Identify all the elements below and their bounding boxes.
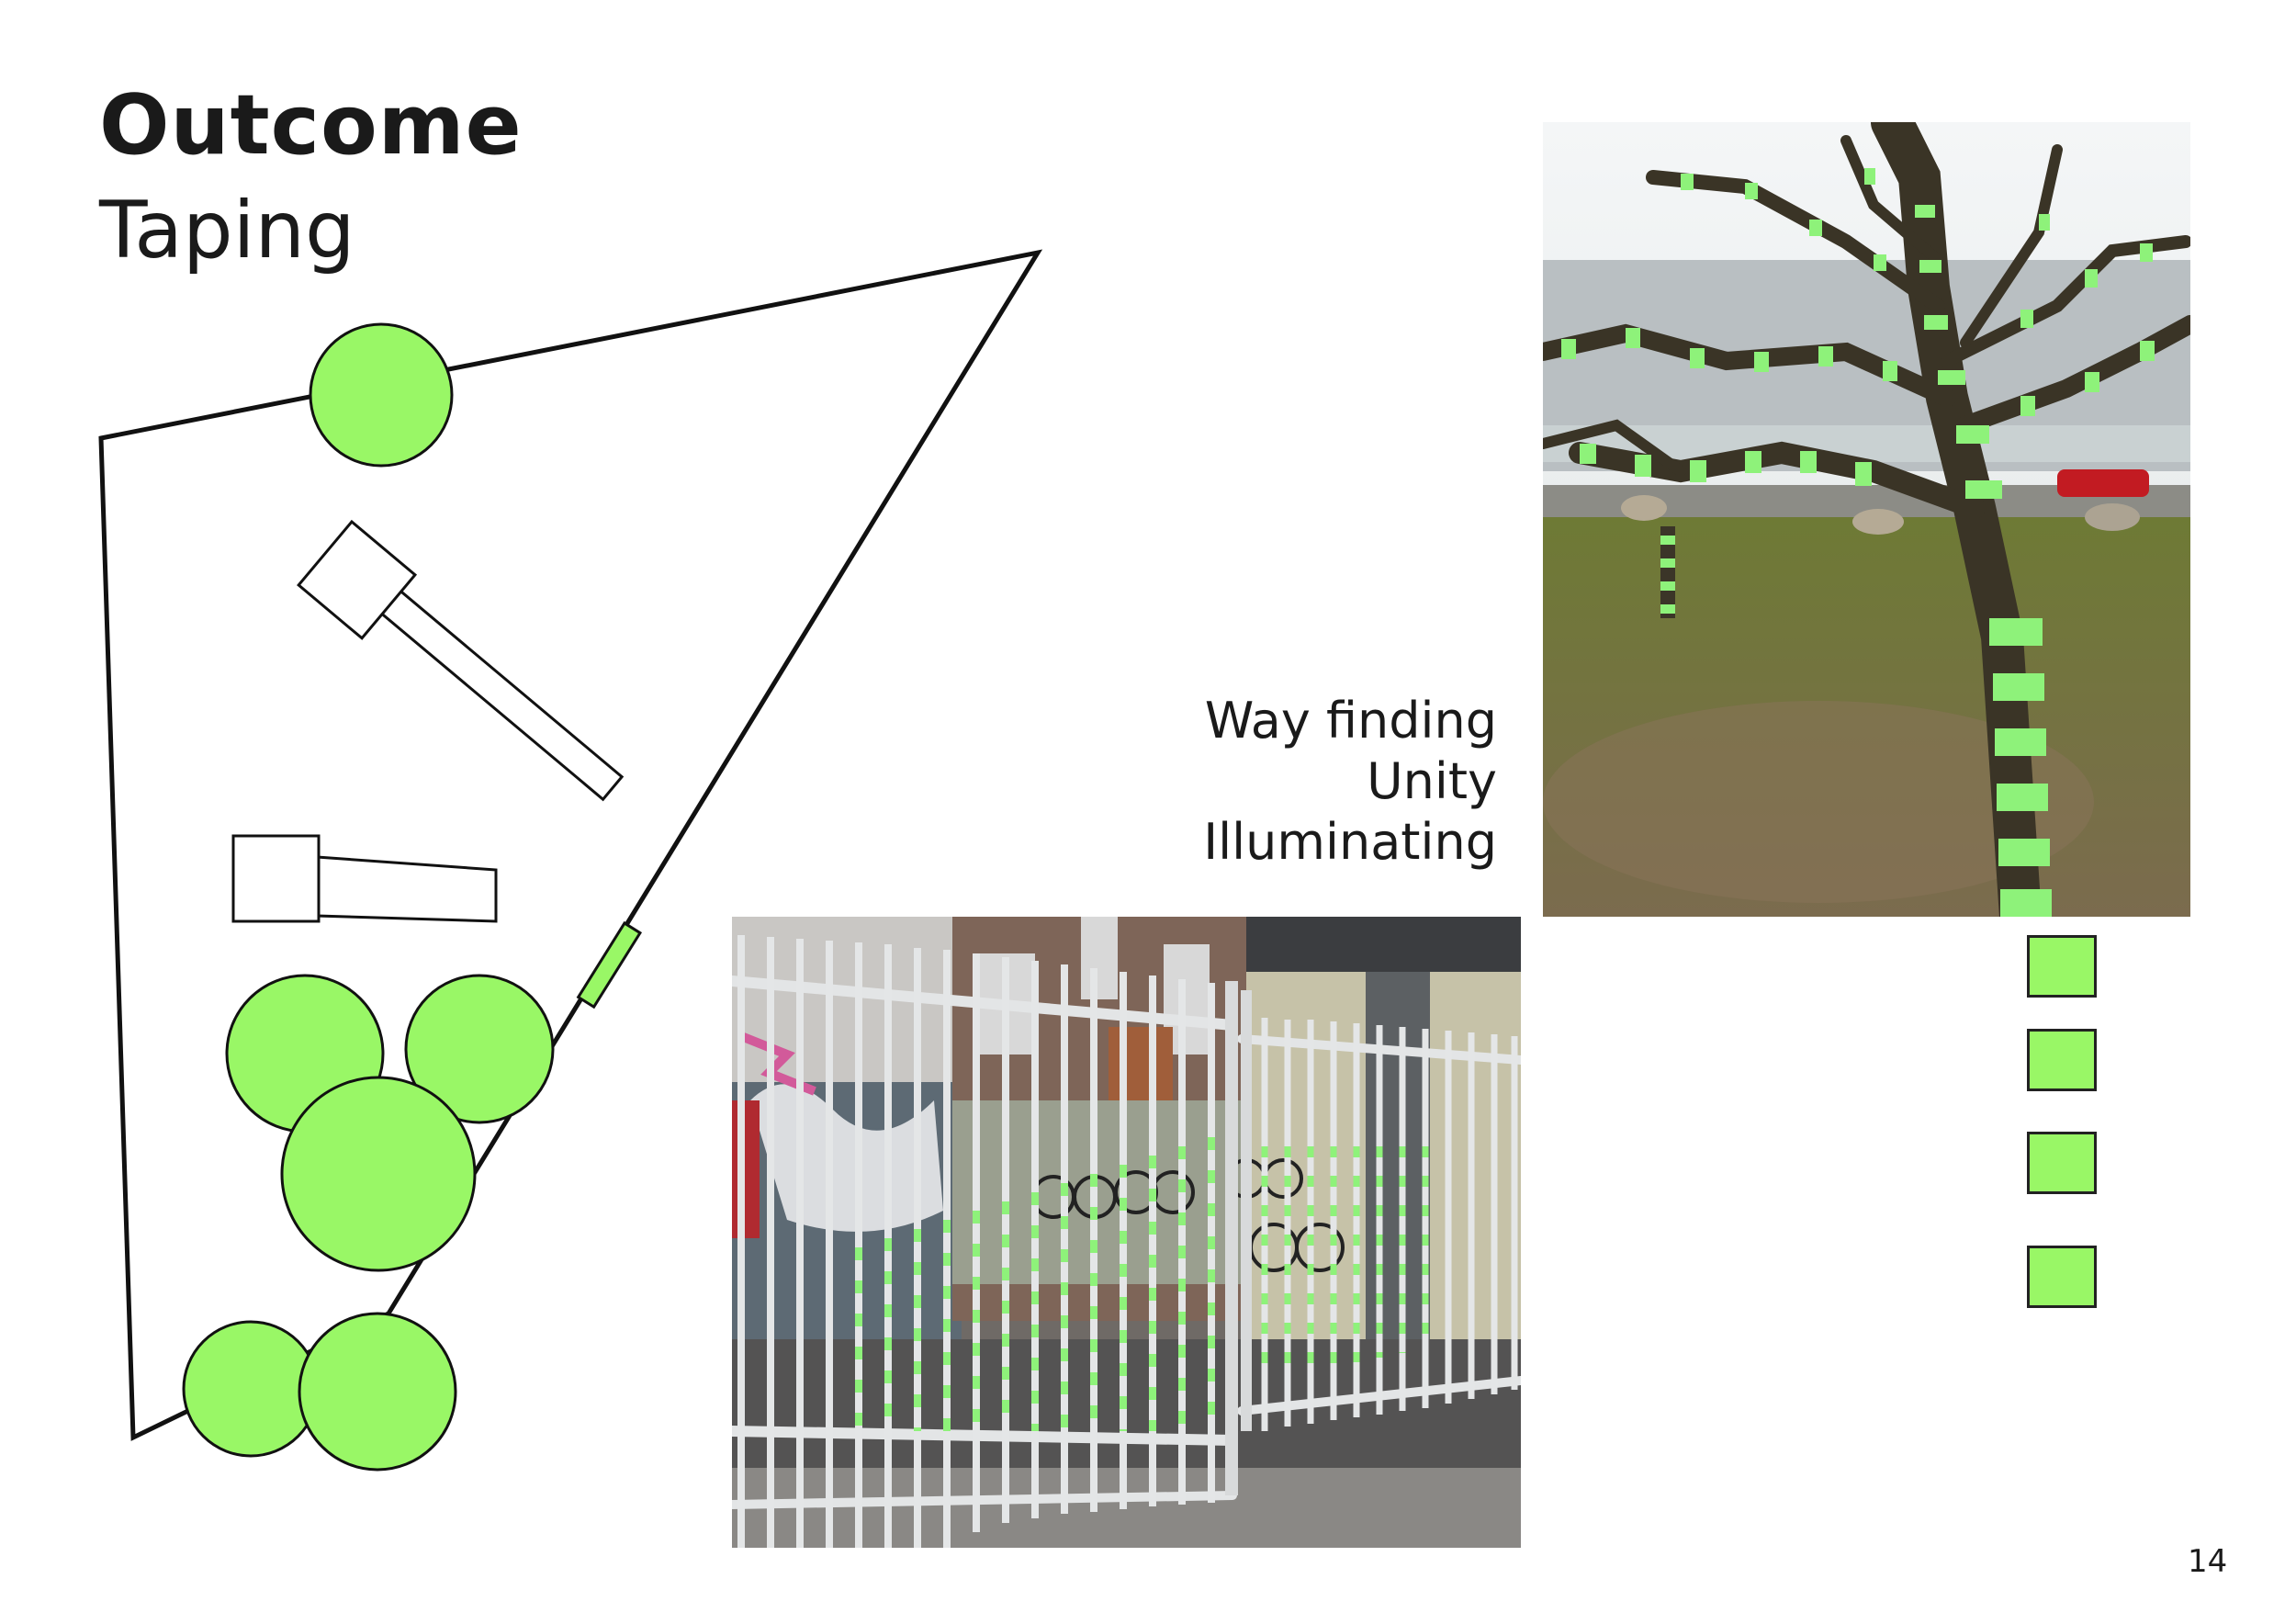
tape-legend-square [2027,1132,2097,1194]
bench-object [297,519,625,802]
keyword-list: Way finding Unity Illuminating [1203,691,1497,873]
keyword-item: Unity [1367,752,1497,810]
taped-tree-photo [1543,122,2190,917]
keyword-item: Illuminating [1203,813,1497,871]
page-subtitle: Taping [99,185,355,276]
tape-legend-square [2027,1246,2097,1308]
page-number: 14 [2188,1543,2228,1580]
tree-circle [309,322,454,468]
tree-circle [280,1076,477,1272]
tree-circle [298,1312,457,1472]
tape-legend-square [2027,935,2097,998]
tape-legend-square [2027,1029,2097,1091]
tree-circle [404,974,555,1124]
fence-tape-mark [576,920,643,1009]
bench-object [231,834,498,923]
taped-fence-photo [732,917,1521,1548]
site-plan-diagram [98,249,1043,1472]
keyword-item: Way finding [1204,692,1497,750]
page-title: Outcome [99,77,523,174]
tree-circle [182,1320,320,1458]
